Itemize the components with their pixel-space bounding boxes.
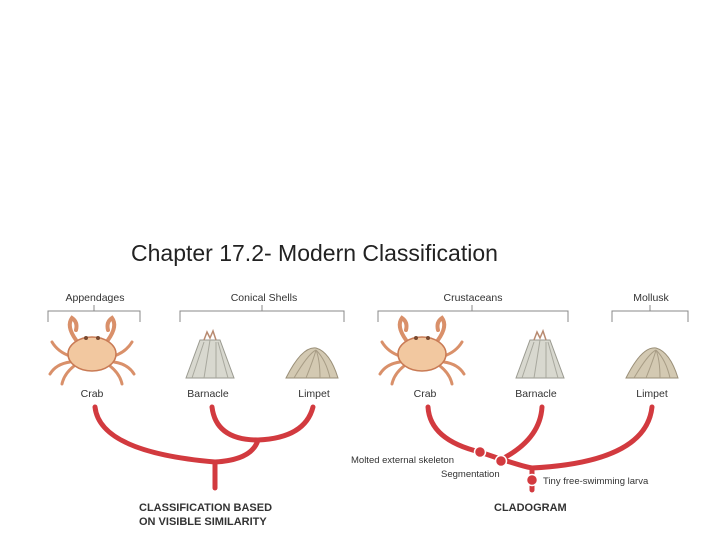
organism-crab: Crab [81,388,104,400]
bracket-mollusk [611,305,689,322]
left-caption-line1: CLASSIFICATION BASED [139,502,272,514]
limpet-image [625,347,679,379]
trait-node-segmentation [494,454,508,468]
right-caption: CLADOGRAM [494,502,567,514]
branch-barnacle [209,404,261,443]
organism-crab: Crab [414,388,437,400]
organism-limpet: Limpet [636,388,668,400]
crab-image [48,316,136,386]
branch-shells-join [212,437,261,465]
right-diagram: Crustaceans Mollusk Crab Barnacle Limpet… [351,292,689,514]
trait-node-larva [525,473,539,487]
bracket-crustaceans [377,305,569,322]
bracket-appendages [47,305,141,322]
bracket-conical-shells [179,305,345,322]
group-label-crustaceans: Crustaceans [444,292,503,304]
organism-barnacle: Barnacle [187,388,229,400]
limpet-image [285,347,339,379]
trait-molted-external-skeleton: Molted external skeleton [351,455,454,466]
group-label-appendages: Appendages [66,292,125,304]
trait-node-molted [473,445,487,459]
branch-limpet [529,404,655,471]
organism-barnacle: Barnacle [515,388,557,400]
barnacle-image [185,330,235,379]
crab-image [378,316,466,386]
branch-crab [92,404,218,465]
branch-barnacle [497,404,545,463]
trait-tiny-free-swimming-larva: Tiny free-swimming larva [543,476,649,487]
barnacle-image [515,330,565,379]
group-label-mollusk: Mollusk [633,292,669,304]
slide-title: Chapter 17.2- Modern Classification [131,240,498,266]
organism-limpet: Limpet [298,388,330,400]
branch-limpet [255,404,316,443]
left-caption-line2: ON VISIBLE SIMILARITY [139,516,267,528]
trait-segmentation: Segmentation [441,469,500,480]
left-diagram: Appendages Conical Shells Crab Barnacle … [47,292,345,528]
group-label-conical-shells: Conical Shells [231,292,298,304]
